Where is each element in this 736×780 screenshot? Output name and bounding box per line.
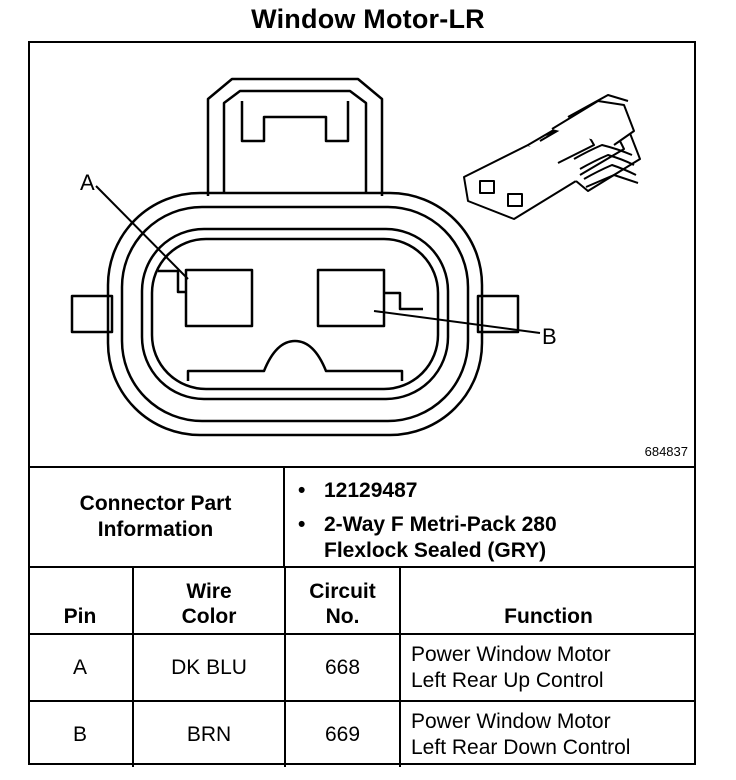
table-row: A DK BLU 668 Power Window Motor Left Rea… [28, 633, 696, 702]
part-number: 12129487 [324, 479, 418, 502]
cell-circuit: 668 [284, 633, 401, 702]
cell-wire-color: DK BLU [132, 633, 286, 702]
callout-b: B [542, 324, 557, 349]
table-row: B BRN 669 Power Window Motor Left Rear D… [28, 700, 696, 767]
bullet-icon: • [298, 513, 306, 536]
cell-pin: B [28, 700, 134, 767]
terminal-a [184, 268, 254, 328]
connector-diagram [70, 77, 641, 437]
cell-function: Power Window Motor Left Rear Down Contro… [399, 700, 696, 767]
left-tab [70, 294, 114, 334]
connector-housing-outer [106, 191, 484, 437]
connector-type: 2-Way F Metri-Pack 280 [324, 513, 557, 536]
connector-illustration [463, 94, 641, 220]
terminal-b [316, 268, 386, 328]
connector-info-label-line1: Connector Part [79, 492, 232, 515]
connector-seal: Flexlock Sealed (GRY) [324, 539, 547, 562]
bullet-icon: • [298, 479, 306, 502]
cell-function: Power Window Motor Left Rear Up Control [399, 633, 696, 702]
connector-cavity [140, 227, 450, 401]
right-tab [476, 294, 520, 334]
polarization-key [186, 339, 404, 381]
header-circuit: Circuit No. [284, 566, 401, 635]
info-item-connector-type: • 2-Way F Metri-Pack 280 Flexlock Sealed… [298, 512, 688, 564]
cell-circuit: 669 [284, 700, 401, 767]
header-pin: Pin [28, 566, 134, 635]
connector-info-box: Connector Part Information • 12129487 • … [28, 466, 696, 566]
cell-pin: A [28, 633, 134, 702]
connector-info-label-line2: Information [97, 518, 214, 541]
table-header-row: Pin Wire Color Circuit No. Function [28, 566, 696, 635]
connector-info-values: • 12129487 • 2-Way F Metri-Pack 280 Flex… [298, 478, 688, 564]
figure-reference: 684837 [644, 444, 688, 459]
cell-wire-color: BRN [132, 700, 286, 767]
header-wire-color: Wire Color [132, 566, 286, 635]
page-title: Window Motor-LR [251, 4, 485, 34]
callout-a: A [80, 170, 95, 195]
header-function: Function [399, 566, 696, 635]
info-item-part-number: • 12129487 [298, 478, 688, 504]
connector-latch [206, 77, 384, 196]
pinout-table: Pin Wire Color Circuit No. Function A DK… [28, 566, 696, 767]
connector-info-label: Connector Part Information [28, 468, 285, 566]
